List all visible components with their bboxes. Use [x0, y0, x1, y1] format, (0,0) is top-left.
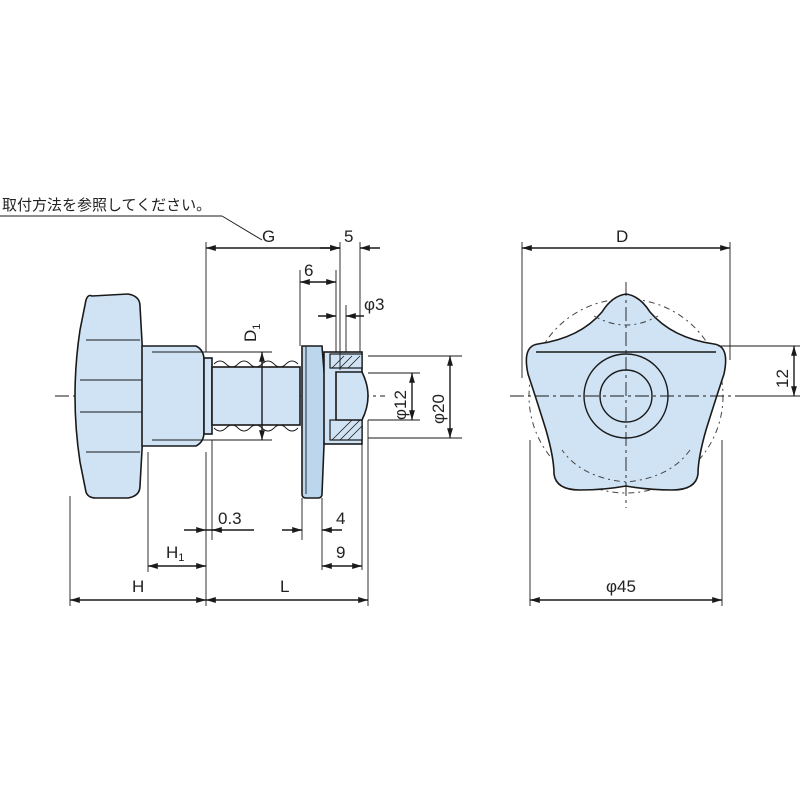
hidden-arc-top: [593, 315, 659, 326]
side-view: 取付方法を参照してください。 G 5 6 φ3 D1 φ12 φ20 0.3 4…: [0, 196, 462, 606]
label-4: 4: [336, 509, 345, 528]
knob-body: [74, 293, 146, 499]
label-phi20: φ20: [429, 394, 448, 424]
hidden-arc-bottom: [561, 449, 691, 483]
label-phi3: φ3: [364, 295, 384, 314]
section-hatch-bottom: [329, 419, 363, 441]
label-12: 12: [773, 369, 792, 388]
note-leader: [221, 215, 263, 241]
front-view: D 12 φ45: [510, 227, 800, 606]
label-6: 6: [304, 261, 313, 280]
label-0.3: 0.3: [218, 509, 242, 528]
plunger-tip: [335, 371, 369, 421]
knob-hub: [141, 345, 205, 447]
label-H1: H1: [166, 543, 184, 564]
label-phi12: φ12: [391, 390, 410, 420]
label-H: H: [132, 577, 144, 596]
label-D1: D1: [241, 324, 263, 342]
flange-ring: [203, 357, 213, 435]
mounting-plate: [301, 345, 327, 499]
plunger-shaft: [211, 366, 301, 426]
spring: [213, 360, 299, 432]
mounting-note: 取付方法を参照してください。: [2, 196, 211, 214]
label-L: L: [280, 577, 289, 596]
label-D: D: [616, 227, 628, 246]
section-hatch-top: [329, 353, 363, 369]
label-phi45: φ45: [606, 577, 636, 596]
label-5: 5: [344, 227, 353, 246]
label-G: G: [262, 227, 275, 246]
label-9: 9: [336, 543, 345, 562]
